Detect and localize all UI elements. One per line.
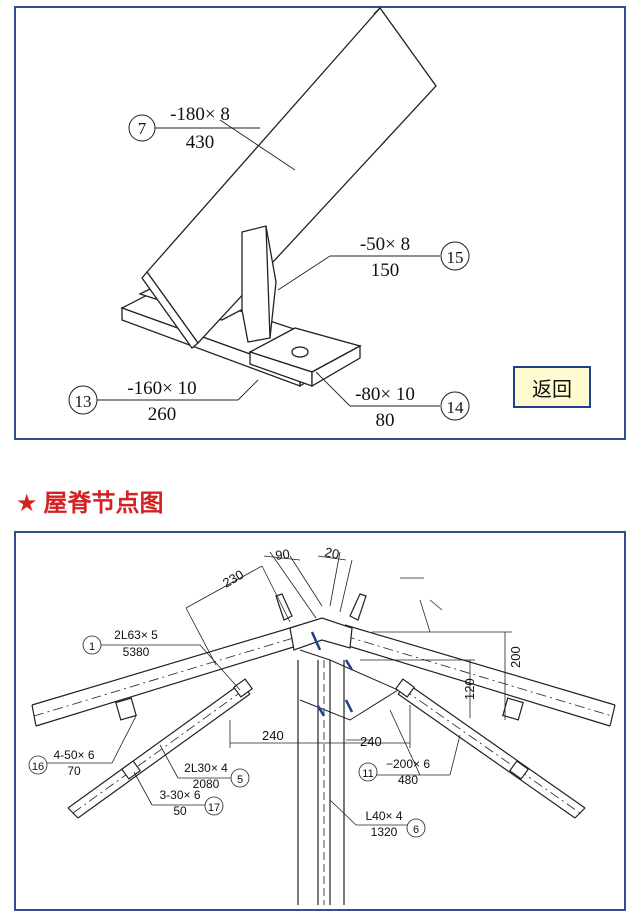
- gusset-plate: [146, 6, 437, 345]
- svg-text:430: 430: [186, 132, 215, 153]
- ridge-joint-panel: [14, 531, 626, 911]
- callout-14: -80× 10 80 14: [355, 384, 470, 431]
- svg-text:260: 260: [148, 404, 177, 425]
- svg-text:150: 150: [371, 260, 400, 281]
- bolt-hole: [291, 346, 309, 358]
- isometric-plate-drawing: 7 -180× 8 430 -50× 8 150 15 13 -160× 10 …: [68, 6, 470, 431]
- svg-text:-80× 10: -80× 10: [355, 384, 415, 405]
- callout-7: 7 -180× 8 430: [128, 104, 230, 153]
- section-heading: ★屋脊节点图: [16, 486, 164, 520]
- svg-text:-50× 8: -50× 8: [360, 234, 410, 255]
- back-button[interactable]: 返回: [513, 366, 591, 408]
- svg-text:15: 15: [447, 248, 464, 267]
- svg-text:7: 7: [138, 119, 147, 138]
- svg-text:-180× 8: -180× 8: [170, 104, 230, 125]
- svg-text:13: 13: [75, 392, 92, 411]
- svg-text:80: 80: [376, 410, 395, 431]
- section-title: 屋脊节点图: [43, 489, 164, 517]
- callout-15: -50× 8 150 15: [360, 234, 470, 281]
- star-icon: ★: [16, 489, 38, 517]
- svg-text:14: 14: [447, 398, 465, 417]
- callout-13: 13 -160× 10 260: [68, 378, 197, 425]
- svg-text:-160× 10: -160× 10: [127, 378, 196, 399]
